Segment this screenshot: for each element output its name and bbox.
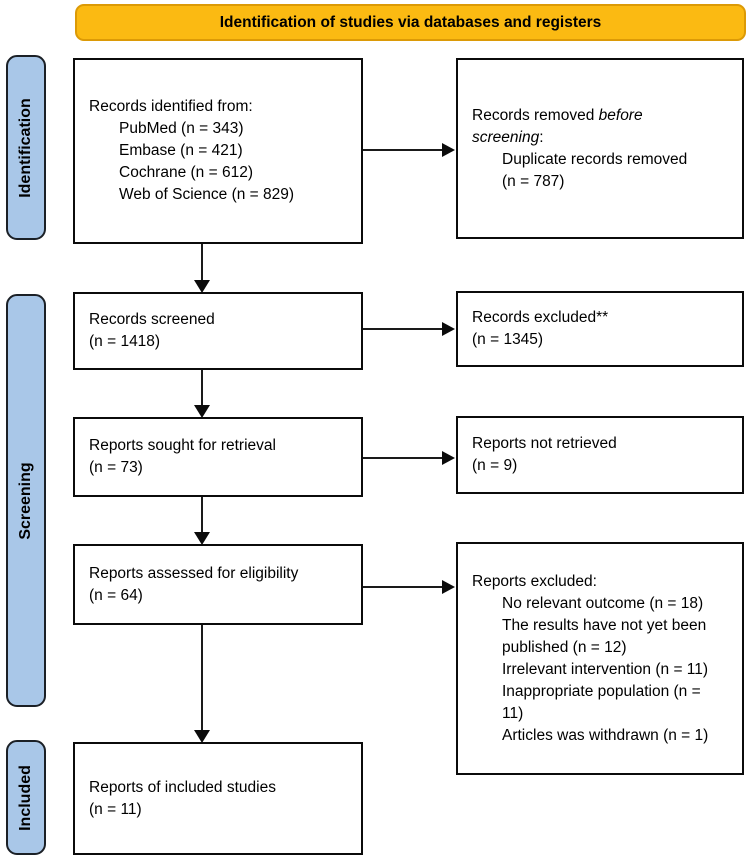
records-identified-item: Web of Science (n = 829) — [119, 186, 295, 203]
box-reports-not-retrieved: Reports not retrieved (n = 9) — [456, 416, 744, 494]
arrow-screened-to-sought-head-icon — [194, 405, 210, 418]
records-screened-count: (n = 1418) — [89, 333, 161, 350]
arrow-assessed-to-included-head-icon — [194, 730, 210, 743]
stage-identification-label: Identification — [17, 97, 34, 198]
banner-title: Identification of studies via databases … — [75, 4, 746, 41]
box-included-studies: Reports of included studies (n = 11) — [73, 742, 363, 855]
arrow-assessed-to-included-line — [201, 625, 203, 731]
box-records-excluded: Records excluded** (n = 1345) — [456, 291, 744, 367]
arrow-assessed-to-excluded-line — [363, 586, 443, 588]
records-screened-line1: Records screened — [89, 311, 215, 328]
records-removed-title-italic: before screening — [472, 106, 643, 146]
box-records-screened: Records screened (n = 1418) — [73, 292, 363, 370]
stage-screening: Screening — [6, 294, 46, 707]
records-excluded-line1: Records excluded** — [472, 309, 609, 326]
records-removed-title-suffix: : — [539, 128, 544, 146]
reports-assessed-line1: Reports assessed for eligibility — [89, 564, 299, 582]
arrow-sought-to-notretrieved-line — [363, 457, 443, 459]
reports-not-retrieved-line1: Reports not retrieved — [472, 435, 617, 452]
box-records-removed: Records removed before screening: Duplic… — [456, 58, 744, 239]
box-records-identified-title: Records identified from: — [89, 98, 253, 115]
records-excluded-count: (n = 1345) — [472, 331, 544, 348]
reports-sought-count: (n = 73) — [89, 459, 143, 476]
arrow-assessed-to-excluded-head-icon — [442, 580, 455, 594]
arrow-screened-to-sought-line — [201, 370, 203, 406]
records-identified-item: Cochrane (n = 612) — [119, 164, 253, 181]
reports-excluded-item: The results have not yet been published … — [502, 616, 707, 656]
box-reports-sought: Reports sought for retrieval (n = 73) — [73, 417, 363, 497]
arrow-screened-to-excluded-line — [363, 328, 443, 330]
reports-excluded-title: Reports excluded: — [472, 572, 597, 590]
records-identified-item: Embase (n = 421) — [119, 142, 243, 159]
reports-not-retrieved-count: (n = 9) — [472, 457, 518, 474]
arrow-identified-to-removed-line — [363, 149, 443, 151]
reports-excluded-item: Inappropriate population (n = 11) — [502, 682, 701, 722]
box-reports-assessed: Reports assessed for eligibility (n = 64… — [73, 544, 363, 625]
box-reports-excluded: Reports excluded: No relevant outcome (n… — [456, 542, 744, 775]
reports-excluded-item: Articles was withdrawn (n = 1) — [502, 726, 709, 744]
arrow-identified-to-removed-head-icon — [442, 143, 455, 157]
arrow-sought-to-assessed-head-icon — [194, 532, 210, 545]
reports-excluded-item: No relevant outcome (n = 18) — [502, 594, 704, 612]
records-removed-title: Records removed before screening: — [472, 105, 700, 149]
records-removed-title-prefix: Records removed — [472, 106, 599, 124]
arrow-identified-to-screened-head-icon — [194, 280, 210, 293]
box-records-identified: Records identified from: PubMed (n = 343… — [73, 58, 363, 244]
reports-sought-line1: Reports sought for retrieval — [89, 437, 276, 454]
included-studies-line1: Reports of included studies — [89, 778, 276, 796]
stage-included-label: Included — [17, 764, 34, 831]
records-identified-item: PubMed (n = 343) — [119, 120, 244, 137]
arrow-screened-to-excluded-head-icon — [442, 322, 455, 336]
arrow-sought-to-notretrieved-head-icon — [442, 451, 455, 465]
stage-screening-label: Screening — [17, 461, 34, 540]
included-studies-count: (n = 11) — [89, 800, 142, 818]
stage-included: Included — [6, 740, 46, 855]
reports-assessed-count: (n = 64) — [89, 586, 143, 604]
stage-identification: Identification — [6, 55, 46, 240]
reports-excluded-item: Irrelevant intervention (n = 11) — [502, 660, 709, 678]
arrow-sought-to-assessed-line — [201, 497, 203, 533]
arrow-identified-to-screened-line — [201, 244, 203, 281]
records-removed-item: Duplicate records removed (n = 787) — [502, 150, 688, 190]
